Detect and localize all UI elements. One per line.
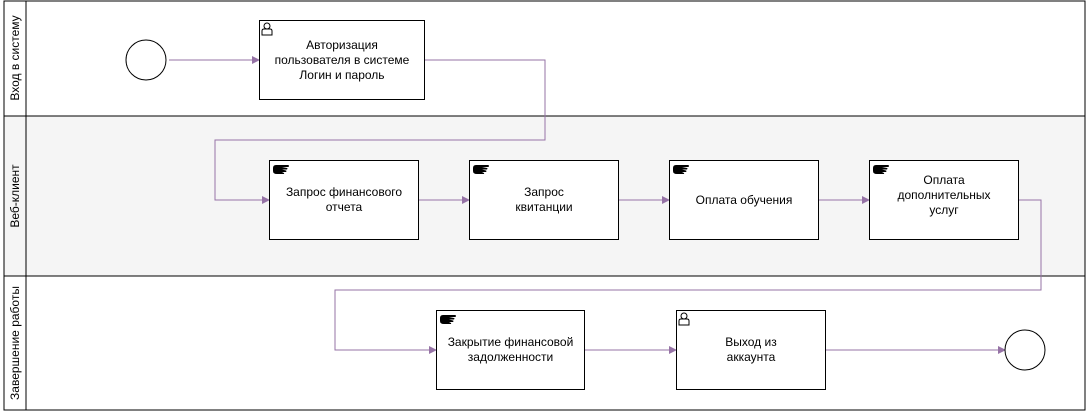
- user-icon: [678, 312, 690, 326]
- lane-label-web-client: Веб-клиент: [8, 164, 22, 228]
- hand-icon: [273, 165, 289, 174]
- flow-extra-to-debt: [334, 199, 1042, 354]
- task-financial-report[interactable]: Запрос финансового отчета: [269, 160, 419, 240]
- task-tuition-payment-label: Оплата обучения: [695, 192, 793, 207]
- task-authorization[interactable]: Авторизация пользователя в системе Логин…: [259, 20, 425, 100]
- task-receipt-request-label: Запрос квитанции: [515, 185, 573, 214]
- hand-icon: [473, 165, 489, 174]
- task-extra-services-payment[interactable]: Оплата дополнительных услуг: [869, 160, 1019, 240]
- hand-icon: [440, 315, 456, 324]
- task-financial-report-label: Запрос финансового отчета: [285, 185, 403, 214]
- task-logout-label: Выход из аккаунта: [725, 335, 777, 364]
- task-receipt-request[interactable]: Запрос квитанции: [469, 160, 619, 240]
- task-extra-services-payment-label: Оплата дополнительных услуг: [897, 172, 991, 217]
- flows: [169, 56, 1042, 354]
- lane-label-login: Вход в систему: [8, 15, 22, 100]
- task-close-debt-label: Закрытие финансовой задолженности: [447, 335, 574, 364]
- end-event: [1004, 329, 1046, 371]
- task-logout[interactable]: Выход из аккаунта: [676, 310, 826, 390]
- start-event: [125, 39, 167, 81]
- task-close-debt[interactable]: Закрытие финансовой задолженности: [436, 310, 585, 390]
- hand-icon: [873, 165, 889, 174]
- lane-label-finish: Завершение работы: [8, 286, 22, 400]
- task-tuition-payment[interactable]: Оплата обучения: [669, 160, 819, 240]
- hand-icon: [673, 165, 689, 174]
- task-authorization-label: Авторизация пользователя в системе Логин…: [274, 37, 410, 82]
- user-icon: [261, 22, 273, 36]
- flow-auth-to-fin-report: [214, 59, 546, 204]
